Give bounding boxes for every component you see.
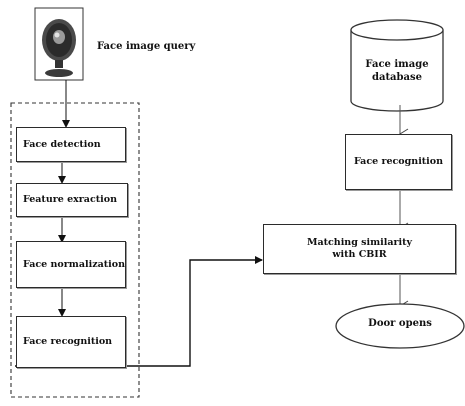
- left-face-recognition-box: Face recognition: [16, 316, 126, 368]
- left-face-recognition-label: Face recognition: [23, 336, 113, 347]
- right-face-recognition-label: Face recognition: [353, 156, 444, 167]
- feature-extraction-box: Feature exraction: [16, 183, 128, 217]
- door-opens-ellipse: [335, 303, 465, 349]
- webcam-icon: [34, 7, 84, 81]
- door-opens-label: Door opens: [368, 318, 432, 329]
- matching-similarity-label: Matching similarity with CBIR: [306, 237, 413, 260]
- right-face-recognition-box: Face recognition: [345, 134, 452, 190]
- face-detection-label: Face detection: [23, 138, 101, 150]
- face-query-label: Face image query: [97, 41, 196, 52]
- matching-similarity-box: Matching similarity with CBIR: [263, 224, 456, 274]
- processing-group-frame: [10, 102, 140, 398]
- face-detection-box: Face detection: [16, 127, 126, 162]
- database-label: Face image database: [351, 58, 443, 84]
- face-normalization-label: Face normalization: [23, 258, 125, 270]
- database-label-text: Face image database: [365, 59, 429, 83]
- face-database-cylinder: [350, 19, 444, 112]
- feature-extraction-label: Feature exraction: [23, 194, 117, 205]
- face-normalization-box: Face normalization: [16, 241, 126, 288]
